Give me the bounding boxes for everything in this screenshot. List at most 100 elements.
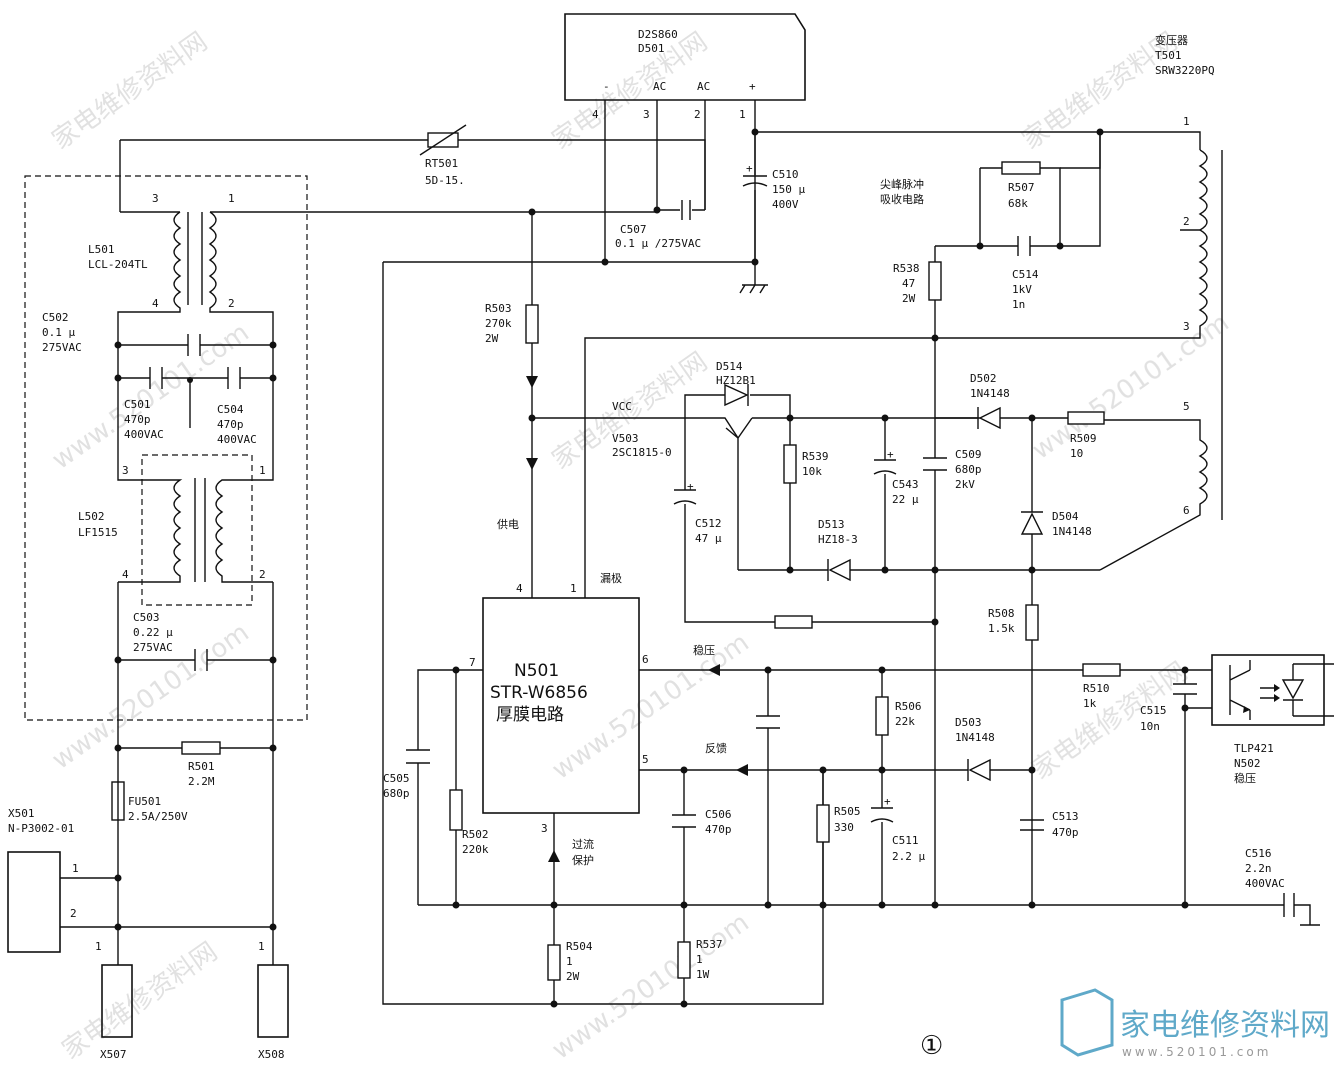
c516-value2: 400VAC [1245, 877, 1285, 890]
c506-ref: C506 [705, 808, 732, 821]
diode-d502: D502 1N4148 [935, 372, 1100, 430]
r538-value2: 2W [902, 292, 916, 305]
drain-line [584, 337, 935, 598]
capacitor-c511: + C511 2.2 μ [870, 795, 925, 863]
capacitor-c501-c504: C501 470p 400VAC C504 470p 400VAC [114, 367, 277, 446]
transistor-v503: V503 2SC1815-0 [612, 417, 790, 570]
r506-value: 22k [895, 715, 915, 728]
c516-ref: C516 [1245, 847, 1272, 860]
r508-ref: R508 [988, 607, 1015, 620]
r537-value1: 1 [696, 953, 703, 966]
n502-part: TLP421 [1234, 742, 1274, 755]
c504-ref: C504 [217, 403, 244, 416]
bridge-rectifier-d501: D2S860 D501 - AC AC + 4 3 2 1 [564, 13, 806, 121]
r509-ref: R509 [1070, 432, 1097, 445]
r509-value: 10 [1070, 447, 1083, 460]
fu501-value: 2.5A/250V [128, 810, 188, 823]
r502-ref: R502 [462, 828, 489, 841]
n501-desc: 厚膜电路 [496, 705, 564, 725]
v503-part: 2SC1815-0 [612, 446, 672, 459]
r503-value2: 2W [485, 332, 499, 345]
resistor-r508: R508 1.5k [988, 570, 1039, 905]
regulate-label: 稳压 [693, 643, 715, 657]
pin7-net [417, 669, 483, 905]
bridge-pin2: 2 [694, 108, 701, 121]
bridge-pin1: 1 [739, 108, 746, 121]
feedback-label: 反馈 [705, 742, 727, 755]
connector-x507: 1 X507 [95, 940, 133, 1061]
book-icon [1060, 988, 1114, 1057]
watermark: 家电维修资料网 [47, 27, 213, 156]
bridge-part: D2S860 [638, 28, 678, 41]
resistor-r509: R509 10 [1028, 411, 1105, 460]
l502-pin1: 1 [259, 464, 266, 477]
r507-value: 68k [1008, 197, 1028, 210]
l502-pin3: 3 [122, 464, 129, 477]
c514-value2: 1n [1012, 298, 1025, 311]
capacitor-c507: C507 0.1 μ /275VAC [615, 200, 705, 250]
c506-value: 470p [705, 823, 732, 836]
c512-plus-mark: + [687, 480, 694, 493]
watermark-url: www.520101.com [547, 628, 755, 786]
capacitor-c515: C515 10n [1140, 670, 1197, 733]
c543-value: 22 μ [892, 493, 919, 506]
n501-ref: N501 [514, 661, 559, 681]
l501-pin4: 4 [152, 297, 159, 310]
d513-ref: D513 [818, 518, 845, 531]
c505-ref: C505 [383, 772, 410, 785]
t501-pin1: 1 [1183, 115, 1190, 128]
snubber-circuit: 尖峰脉冲 吸收电路 R507 68k C514 1kV 1n R538 47 2… [880, 132, 1101, 342]
bridge-pin3: 3 [643, 108, 650, 121]
l501-pin2: 2 [228, 297, 235, 310]
c510-plus-mark: + [746, 162, 753, 175]
resistor-r538 [928, 261, 942, 301]
bridge-ref: D501 [638, 42, 665, 55]
l502-pin4: 4 [122, 568, 129, 581]
connector-x501: 1 2 X501 N-P3002-01 [7, 807, 277, 953]
d514-part: HZ12B1 [716, 374, 756, 387]
c503-ref: C503 [133, 611, 160, 624]
x501-ref: X501 [8, 807, 35, 820]
ac-line-top [120, 139, 706, 210]
diode-d503: D503 1N4148 [955, 716, 995, 782]
c502-value1: 0.1 μ [42, 326, 75, 339]
r506-ref: R506 [895, 700, 922, 713]
c501-value2: 400VAC [124, 428, 164, 441]
c511-ref: C511 [892, 834, 919, 847]
x507-ref: X507 [100, 1048, 127, 1061]
r501-ref: R501 [188, 760, 215, 773]
hv-bus [755, 131, 1201, 150]
capacitor-c502: C502 0.1 μ 275VAC [42, 311, 273, 356]
resistor-r506: R506 22k [875, 670, 922, 905]
n501-pin1: 1 [570, 582, 577, 595]
r539-ref: R539 [802, 450, 829, 463]
c516-value1: 2.2n [1245, 862, 1272, 875]
c509-value1: 680p [955, 463, 982, 476]
n501-pin3: 3 [541, 822, 548, 835]
d503-part: 1N4148 [955, 731, 995, 744]
n502-desc: 稳压 [1234, 771, 1256, 785]
n502-ref: N502 [1234, 757, 1261, 770]
return-loop [382, 262, 824, 1005]
thermistor-rt501: RT501 5D-15. [419, 124, 467, 187]
t501-pin3: 3 [1183, 320, 1190, 333]
x508-ref: X508 [258, 1048, 285, 1061]
drain-label: 漏极 [600, 571, 622, 585]
t501-pin5: 5 [1183, 400, 1190, 413]
d502-part: 1N4148 [970, 387, 1010, 400]
r502-value: 220k [462, 843, 489, 856]
c513-value: 470p [1052, 826, 1079, 839]
vcc-label: VCC [612, 400, 632, 413]
capacitor-c513: C513 470p [1020, 810, 1079, 839]
r537-ref: R537 [696, 938, 723, 951]
t501-pin2: 2 [1183, 215, 1190, 228]
c505-value: 680p [383, 787, 410, 800]
t501-pin6: 6 [1183, 504, 1190, 517]
resistor-unlabeled [774, 615, 813, 629]
v503-ref: V503 [612, 432, 639, 445]
transformer-ref: T501 [1155, 49, 1182, 62]
c543-plus-mark: + [887, 448, 894, 461]
d504-ref: D504 [1052, 510, 1079, 523]
r538-value1: 47 [902, 277, 915, 290]
c501-value1: 470p [124, 413, 151, 426]
